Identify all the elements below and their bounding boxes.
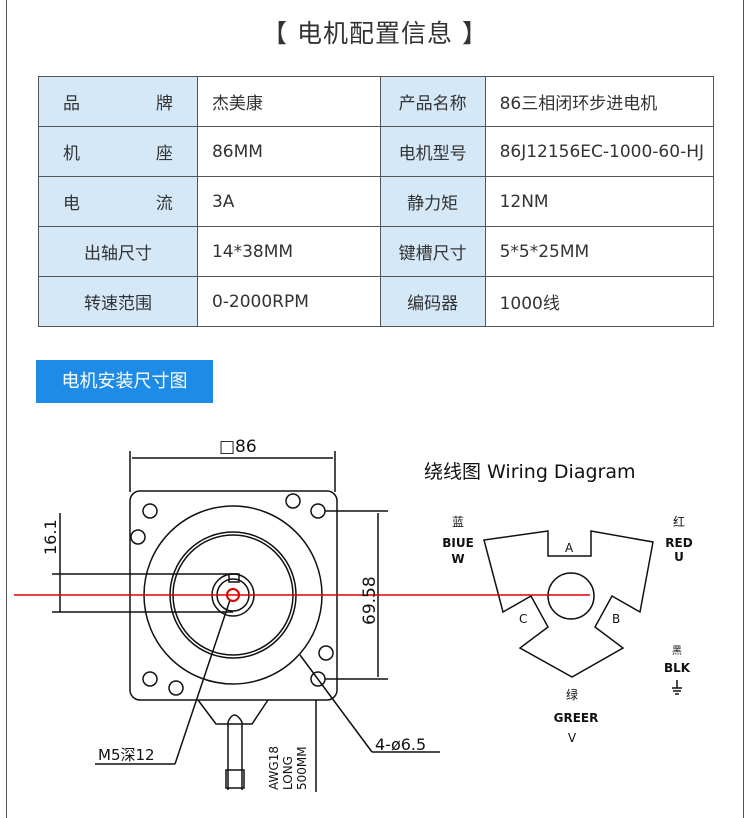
spec-label: 键槽尺寸 [379,226,486,277]
hole-spacing-dimension: 69.58 [360,576,380,625]
offset-dimension: 16.1 [41,519,60,555]
phase-c-label: C [519,612,527,626]
width-dimension: □86 [219,437,257,457]
blue-wire-en: BIUE [442,536,474,550]
spec-value: 12NM [484,176,715,227]
wiring-title: 绕线图 Wiring Diagram [424,461,636,483]
frame-left-border [6,0,7,818]
spec-value: 5*5*25MM [484,226,715,277]
cable-gauge: AWG18 [267,746,281,790]
spec-label: 产品名称 [379,76,486,127]
cable-long: LONG [281,756,295,790]
phase-b-label: B [612,612,620,626]
winding-star [483,530,654,678]
spec-value: 3A [196,176,381,227]
red-wire-cn: 红 [673,514,685,529]
spec-value: 14*38MM [196,226,381,277]
holes-note: 4-ø6.5 [375,735,426,754]
green-wire-en: GREER [554,711,599,725]
black-wire-en: BLK [664,661,691,675]
black-wire-cn: 黑 [672,645,682,657]
spec-value: 0-2000RPM [196,276,381,327]
spec-label: 静力矩 [379,176,486,227]
page-title: 【 电机配置信息 】 [262,19,488,48]
red-wire-phase: U [674,550,684,564]
green-wire-cn: 绿 [566,687,578,702]
spec-value: 86MM [196,126,381,177]
spec-label: 出轴尺寸 [38,226,198,277]
cable-length: 500MM [295,746,309,790]
frame-right-border [743,0,744,818]
blue-wire-cn: 蓝 [452,515,464,529]
green-wire-phase: V [568,731,577,745]
spec-label: 机 座 [38,126,198,177]
phase-a-label: A [565,541,574,555]
thread-note: M5深12 [98,746,155,764]
spec-label: 电机型号 [379,126,486,177]
spec-label: 电 流 [38,176,198,227]
spec-label: 品 牌 [38,76,198,127]
blue-wire-phase: W [451,552,464,566]
spec-value: 1000线 [484,276,715,327]
spec-label: 转速范围 [38,276,198,327]
spec-value: 86J12156EC-1000-60-HJ [484,126,715,177]
section-label-install-dimensions: 电机安装尺寸图 [36,360,213,403]
spec-value: 86三相闭环步进电机 [484,76,715,127]
red-wire-en: RED [665,536,692,550]
